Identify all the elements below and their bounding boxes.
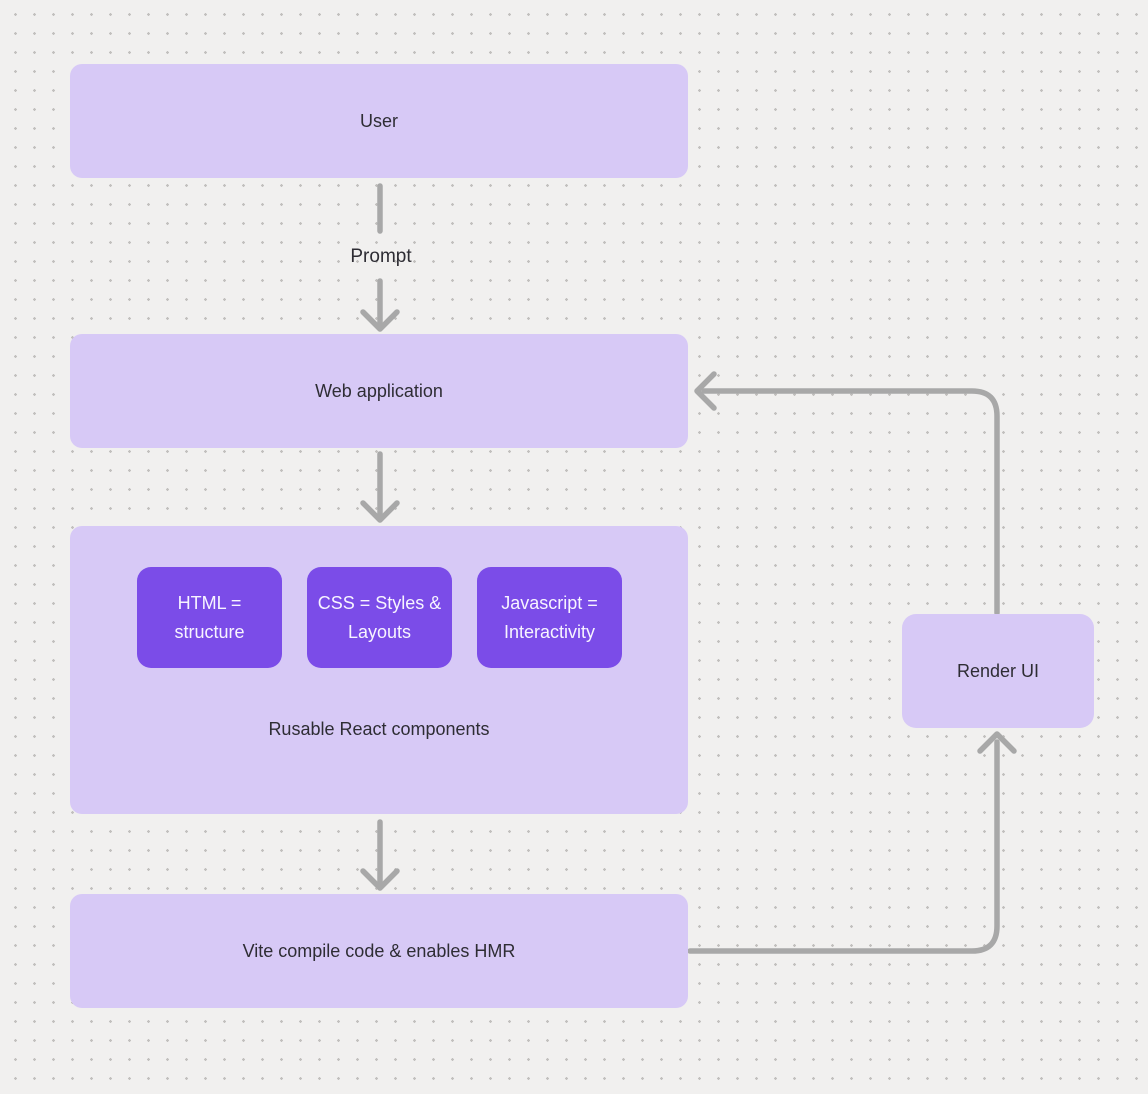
node-user: User <box>70 64 688 178</box>
node-web-application-label: Web application <box>315 381 443 401</box>
node-html-chip-label: HTML = structure <box>174 592 245 642</box>
node-css-chip: CSS = Styles & Layouts <box>307 567 452 668</box>
arrow-up-icon <box>977 731 1017 754</box>
node-html-chip: HTML = structure <box>137 567 282 668</box>
node-render-ui-label: Render UI <box>956 661 1040 681</box>
node-css-chip-label: CSS = Styles & Layouts <box>317 592 442 642</box>
components-group-caption: Rusable React components <box>268 719 490 739</box>
node-user-label: User <box>359 111 398 131</box>
arrow-vite-to-render-shaft <box>687 739 1000 954</box>
node-javascript-chip-label: Javascript = Interactivity <box>501 592 598 642</box>
arrow-down-icon <box>360 309 400 332</box>
arrow-down-icon <box>360 868 400 891</box>
node-render-ui: Render UI <box>902 614 1094 728</box>
node-javascript-chip: Javascript = Interactivity <box>477 567 622 668</box>
edge-label-prompt-text: Prompt <box>350 246 412 267</box>
node-vite: Vite compile code & enables HMR <box>70 894 688 1008</box>
arrow-down-icon <box>360 500 400 523</box>
arrow-left-icon <box>694 371 717 411</box>
edge-label-prompt: Prompt <box>318 243 444 271</box>
node-vite-label: Vite compile code & enables HMR <box>242 941 516 961</box>
node-components-group: HTML = structure CSS = Styles & Layouts … <box>70 526 688 814</box>
node-web-application: Web application <box>70 334 688 448</box>
arrow-render-to-webapp-shaft <box>701 388 1000 616</box>
